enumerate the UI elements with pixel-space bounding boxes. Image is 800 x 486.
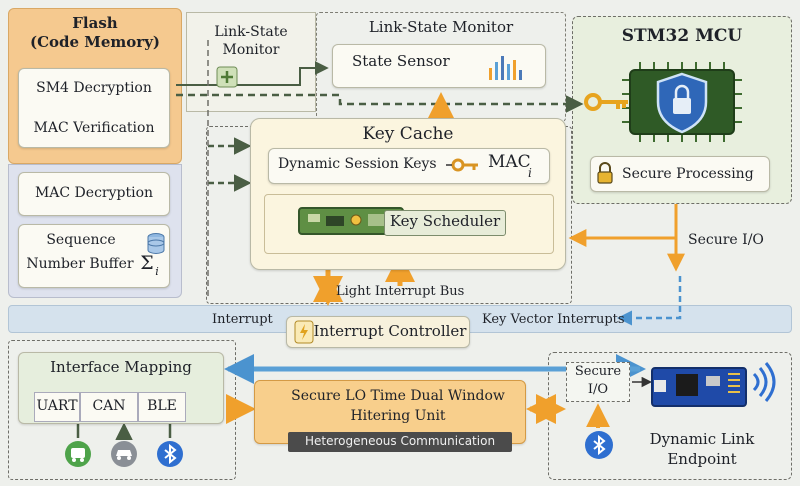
interrupt-label: Interrupt bbox=[212, 312, 273, 327]
secure-io-box bbox=[566, 362, 630, 402]
lock-icon bbox=[597, 162, 613, 184]
key-icon bbox=[584, 93, 628, 111]
seq-buffer-line2: Number Buffer bbox=[26, 256, 134, 272]
monitor-plug-icon bbox=[216, 66, 238, 88]
mac-label: MAC bbox=[488, 152, 531, 172]
hetero-tag: Heterogeneous Communication bbox=[304, 434, 496, 448]
mac-subscript: i bbox=[528, 166, 532, 180]
interface-mapping-title: Interface Mapping bbox=[50, 358, 192, 376]
database-icon bbox=[147, 233, 165, 254]
endpoint-line2: Endpoint bbox=[667, 450, 737, 468]
key-vector-path bbox=[617, 276, 682, 326]
state-sensor-label: State Sensor bbox=[352, 52, 450, 70]
secure-io-return-line bbox=[568, 204, 678, 247]
secure-processing: Secure Processing bbox=[622, 166, 754, 182]
device-board-icon bbox=[651, 367, 747, 407]
wireless-signal-icon bbox=[752, 362, 776, 402]
interrupt-controller-label: Interrupt Controller bbox=[313, 322, 467, 340]
port-ble[interactable] bbox=[138, 392, 186, 422]
can-car-icon bbox=[111, 441, 137, 467]
link-monitor-left-line2: Monitor bbox=[222, 42, 280, 58]
port-can[interactable] bbox=[80, 392, 138, 422]
seq-buffer-card bbox=[18, 224, 170, 288]
secure-io-right: Secure I/O bbox=[688, 232, 764, 248]
flash-inner-card bbox=[18, 68, 170, 148]
stm32-title: STM32 MCU bbox=[621, 26, 743, 46]
secure-processing-card bbox=[590, 156, 770, 192]
flash-subtitle: (Code Memory) bbox=[29, 33, 161, 51]
sigma-symbol: Σ bbox=[140, 252, 154, 274]
mac-verification: MAC Verification bbox=[33, 120, 155, 136]
small-key-icon bbox=[446, 158, 478, 172]
port-uart-label: UART bbox=[36, 398, 78, 414]
ble-bluetooth-icon bbox=[157, 441, 183, 467]
endpoint-io: I/O bbox=[587, 382, 609, 397]
link-monitor-title: Link-State Monitor bbox=[368, 18, 514, 36]
dynamic-keys-card bbox=[268, 148, 550, 184]
light-interrupt-bus: Light Interrupt Bus bbox=[336, 284, 465, 299]
key-scheduler-label: Key Scheduler bbox=[389, 212, 501, 230]
lightning-icon bbox=[294, 320, 314, 344]
key-scheduler-box bbox=[384, 210, 506, 236]
chip-shield-icon bbox=[622, 62, 742, 142]
flash-to-monitor-line bbox=[176, 61, 329, 86]
port-ble-label: BLE bbox=[147, 398, 177, 414]
flash-title: Flash bbox=[72, 14, 118, 32]
link-monitor-left-line1: Link-State bbox=[214, 24, 288, 40]
interrupt-controller-card[interactable] bbox=[286, 316, 470, 348]
filter-unit-line2: Hitering Unit bbox=[350, 408, 446, 424]
sigma-subscript: i bbox=[155, 265, 159, 278]
port-uart[interactable] bbox=[34, 392, 80, 422]
endpoint-line1: Dynamic Link bbox=[649, 430, 755, 448]
mac-decryption-card bbox=[18, 172, 170, 216]
key-vector-interrupts: Key Vector Interrupts bbox=[482, 312, 625, 327]
filter-unit-line1: Secure LO Time Dual Window bbox=[291, 388, 505, 404]
port-can-label: CAN bbox=[92, 398, 126, 414]
flash-to-stm32-line bbox=[176, 93, 584, 113]
endpoint-secure: Secure bbox=[574, 364, 622, 379]
uart-bus-icon bbox=[65, 441, 91, 467]
key-cache-title: Key Cache bbox=[362, 124, 454, 144]
mac-decryption: MAC Decryption bbox=[34, 185, 154, 201]
seq-buffer-line1: Sequence bbox=[46, 232, 116, 248]
sm4-decryption: SM4 Decryption bbox=[36, 80, 152, 96]
dynamic-keys-label: Dynamic Session Keys bbox=[278, 156, 437, 172]
endpoint-bluetooth-icon bbox=[585, 431, 613, 459]
state-sensor-card bbox=[332, 44, 546, 88]
sensor-bars-icon bbox=[489, 56, 522, 80]
hetero-tag-bg bbox=[288, 432, 512, 452]
